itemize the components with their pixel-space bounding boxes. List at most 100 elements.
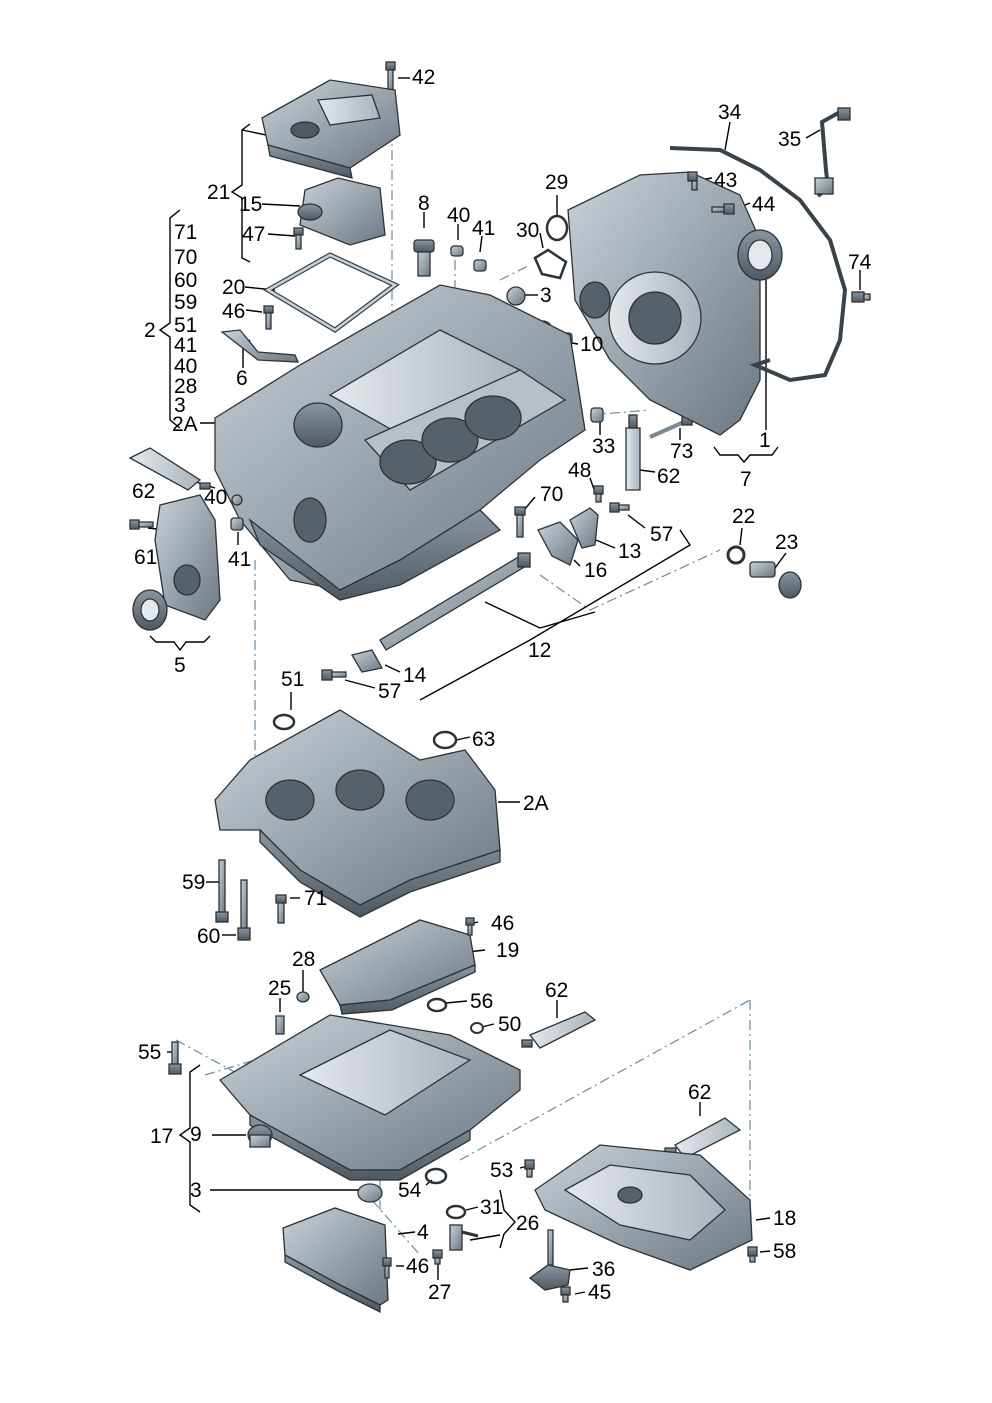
baffle-4: [282, 1207, 389, 1314]
label-42: 42: [412, 66, 436, 89]
ring-22: [726, 545, 746, 565]
label-2A-bottom: 2A: [523, 792, 549, 815]
label-22: 22: [732, 505, 756, 528]
bolt-57-b: [321, 669, 347, 681]
label-59: 59: [182, 871, 206, 894]
plug-9: [247, 1124, 273, 1148]
label-46-middle: 46: [491, 912, 515, 935]
label-9: 9: [190, 1123, 202, 1146]
ring-50: [470, 1022, 484, 1034]
label-56: 56: [470, 990, 494, 1013]
label-57-top: 57: [650, 523, 674, 546]
label-27: 27: [428, 1281, 452, 1304]
label-17: 17: [150, 1125, 174, 1148]
rear-cover-7: [567, 171, 761, 436]
sensor-26: [449, 1224, 479, 1251]
label-18: 18: [773, 1207, 797, 1230]
parts: [128, 61, 871, 1314]
bolt-70: [514, 506, 526, 538]
cover-5: [132, 494, 221, 631]
engine-block: [214, 284, 586, 601]
plug-3-c: [357, 1183, 383, 1203]
label-73: 73: [670, 440, 694, 463]
bolt-57-a: [609, 502, 630, 513]
bolt-58: [747, 1246, 758, 1263]
label-47: 47: [242, 223, 266, 246]
gasket-20: [263, 252, 400, 334]
ring-29: [545, 214, 569, 242]
gasket-30: [533, 248, 568, 280]
label-46-lower: 46: [406, 1255, 430, 1278]
bolt-53: [524, 1159, 535, 1178]
label-28-group: 28: [174, 375, 198, 398]
bracket-16: [537, 521, 579, 566]
bracket-14: [350, 649, 384, 673]
shaft-12: [379, 552, 531, 651]
label-33: 33: [592, 435, 616, 458]
lower-oil-pan-18: [534, 1144, 753, 1271]
label-46-top: 46: [222, 300, 246, 323]
label-2: 2: [144, 319, 156, 342]
label-58: 58: [773, 1240, 797, 1263]
label-3-a: 3: [540, 284, 552, 307]
label-62-right: 62: [688, 1081, 712, 1104]
label-19: 19: [496, 939, 520, 962]
label-30: 30: [516, 219, 540, 242]
sealant-tube-62-c: [521, 1011, 597, 1049]
label-26: 26: [516, 1212, 540, 1235]
ring-28: [296, 991, 310, 1003]
label-1: 1: [759, 429, 771, 452]
bolt-43: [687, 171, 698, 191]
label-28: 28: [292, 948, 316, 971]
pin-25: [275, 1015, 285, 1035]
plug-40-top: [450, 245, 464, 257]
baffle-19: [319, 919, 476, 1015]
bolt-27: [432, 1249, 443, 1265]
label-57-bottom: 57: [378, 680, 402, 703]
bolt-55: [168, 1041, 182, 1075]
ring-56: [426, 997, 448, 1013]
label-3-group: 3: [174, 394, 186, 417]
label-16: 16: [584, 559, 608, 582]
label-50: 50: [498, 1013, 522, 1036]
bolt-71: [275, 894, 287, 924]
label-12: 12: [528, 639, 552, 662]
label-5: 5: [174, 654, 186, 677]
label-44: 44: [752, 193, 776, 216]
label-20: 20: [222, 276, 246, 299]
plug-41-left: [230, 517, 244, 531]
ring-54: [424, 1167, 448, 1185]
bolt-61: [129, 519, 154, 530]
label-3-bottom: 3: [190, 1179, 202, 1202]
bolt-45: [560, 1286, 571, 1303]
bolt-46-top: [263, 305, 274, 330]
label-62-center: 62: [657, 465, 681, 488]
ring-40-left: [231, 494, 243, 506]
label-14: 14: [403, 664, 427, 687]
plug-3-a: [506, 286, 526, 306]
tensioner-13: [569, 507, 599, 549]
lower-crankcase-2A: [214, 709, 501, 918]
label-41-top: 41: [472, 217, 496, 240]
label-60: 60: [197, 925, 221, 948]
bolt-46-middle: [465, 917, 475, 936]
label-45: 45: [588, 1281, 612, 1304]
seal-1: [737, 229, 783, 281]
valve-8: [413, 239, 435, 277]
label-40-left: 40: [204, 486, 228, 509]
label-6: 6: [236, 367, 248, 390]
sealant-tube-62-b: [625, 414, 641, 491]
label-21: 21: [207, 181, 231, 204]
label-59-group: 59: [174, 291, 198, 314]
label-51: 51: [281, 668, 305, 691]
plug-41-top: [473, 259, 487, 272]
bolt-42: [385, 61, 396, 91]
cover-21: [261, 79, 401, 179]
plug-33: [590, 407, 604, 423]
label-43: 43: [714, 169, 738, 192]
ring-63: [432, 730, 458, 750]
sealant-tube-62-a: [128, 447, 211, 491]
label-41-group: 41: [174, 334, 198, 357]
label-55: 55: [138, 1041, 162, 1064]
